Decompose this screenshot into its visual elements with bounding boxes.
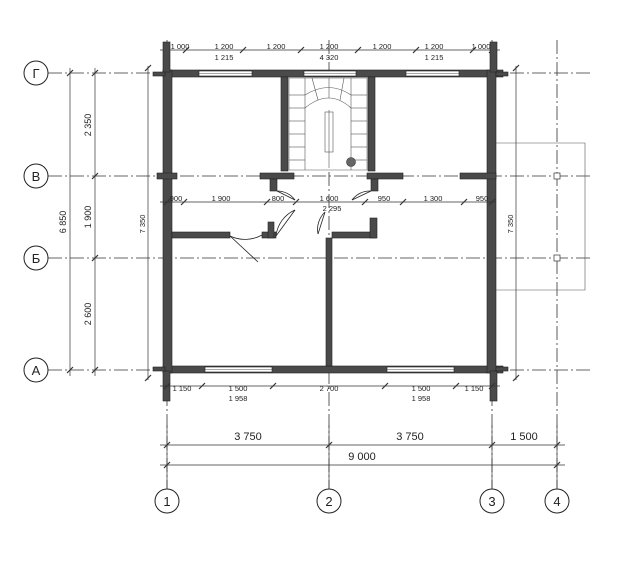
dim-label: 7 350 bbox=[138, 215, 147, 234]
dim-label: 1 150 bbox=[173, 384, 192, 393]
dim-label: 1 500 bbox=[510, 431, 538, 443]
dim-label: 1 000 bbox=[472, 42, 491, 51]
dim-label: 1 200 bbox=[320, 42, 339, 51]
dim-label: 7 350 bbox=[506, 215, 515, 234]
dim-label: 2 600 bbox=[83, 303, 93, 326]
dim-label: 1 500 bbox=[229, 384, 248, 393]
doors bbox=[229, 190, 372, 263]
dim-label: 2 295 bbox=[323, 204, 342, 213]
dim-label: 1 000 bbox=[171, 42, 190, 51]
dim-label: 950 bbox=[476, 194, 489, 203]
axis-span-dimensions: 3 750 3 750 1 500 9 000 bbox=[160, 425, 565, 488]
dim-label: 1 215 bbox=[215, 53, 234, 62]
dim-label: 1 150 bbox=[465, 384, 484, 393]
dim-label: 900 bbox=[170, 194, 183, 203]
row-marker-label: Б bbox=[32, 251, 41, 266]
dim-label: 1 200 bbox=[425, 42, 444, 51]
dim-label: 1 200 bbox=[373, 42, 392, 51]
col-marker-label: 3 bbox=[488, 494, 495, 509]
row-marker-a: А bbox=[23, 357, 49, 383]
col-marker-2: 2 bbox=[316, 488, 342, 514]
col-marker-label: 2 bbox=[325, 494, 332, 509]
dim-label: 3 750 bbox=[396, 431, 424, 443]
dim-label: 1 900 bbox=[212, 194, 231, 203]
row-marker-label: В bbox=[32, 169, 41, 184]
dim-label: 1 300 bbox=[424, 194, 443, 203]
dim-label: 1 200 bbox=[215, 42, 234, 51]
col-marker-1: 1 bbox=[154, 488, 180, 514]
left-dimension-chain: 6 850 2 350 1 900 2 600 7 350 bbox=[58, 64, 152, 382]
windows bbox=[198, 70, 460, 373]
dim-label: 1 600 bbox=[320, 194, 339, 203]
row-marker-label: Г bbox=[32, 66, 39, 81]
dim-label: 4 320 bbox=[320, 53, 339, 62]
dim-label: 3 750 bbox=[234, 431, 262, 443]
top-dimension-chain: 1 000 1 200 1 200 1 200 1 200 1 200 1 00… bbox=[160, 42, 500, 62]
row-marker-label: А bbox=[32, 363, 41, 378]
dim-label: 950 bbox=[378, 194, 391, 203]
interior-walls bbox=[156, 172, 497, 367]
row-marker-b: Б bbox=[23, 245, 49, 271]
dim-label: 2 700 bbox=[320, 384, 339, 393]
bottom-dimension-chain: 1 150 1 500 2 700 1 500 1 150 1 958 1 95… bbox=[160, 382, 500, 403]
right-dimension: 7 350 bbox=[506, 64, 520, 382]
dim-label: 9 000 bbox=[348, 451, 376, 463]
row-axis-markers: Г В Б А bbox=[23, 60, 49, 383]
dim-label: 6 850 bbox=[58, 211, 68, 234]
col-marker-label: 1 bbox=[163, 494, 170, 509]
dim-label: 800 bbox=[272, 194, 285, 203]
dim-label: 1 958 bbox=[229, 394, 248, 403]
dim-label: 1 215 bbox=[425, 53, 444, 62]
col-marker-3: 3 bbox=[479, 488, 505, 514]
row-marker-v: В bbox=[23, 163, 49, 189]
dim-label: 1 958 bbox=[412, 394, 431, 403]
row-marker-g: Г bbox=[23, 60, 49, 86]
dim-label: 2 350 bbox=[83, 114, 93, 137]
dim-label: 1 900 bbox=[83, 206, 93, 229]
mid-dimension-chain: 900 1 900 800 1 600 950 1 300 950 2 295 bbox=[160, 194, 496, 213]
dim-label: 1 200 bbox=[267, 42, 286, 51]
terrace-outline bbox=[496, 142, 586, 291]
col-marker-label: 4 bbox=[553, 494, 560, 509]
dim-label: 1 500 bbox=[412, 384, 431, 393]
stair-post-icon bbox=[346, 157, 356, 167]
column-axis-markers: 1 2 3 4 bbox=[154, 488, 570, 514]
staircase bbox=[280, 76, 376, 172]
col-marker-4: 4 bbox=[544, 488, 570, 514]
